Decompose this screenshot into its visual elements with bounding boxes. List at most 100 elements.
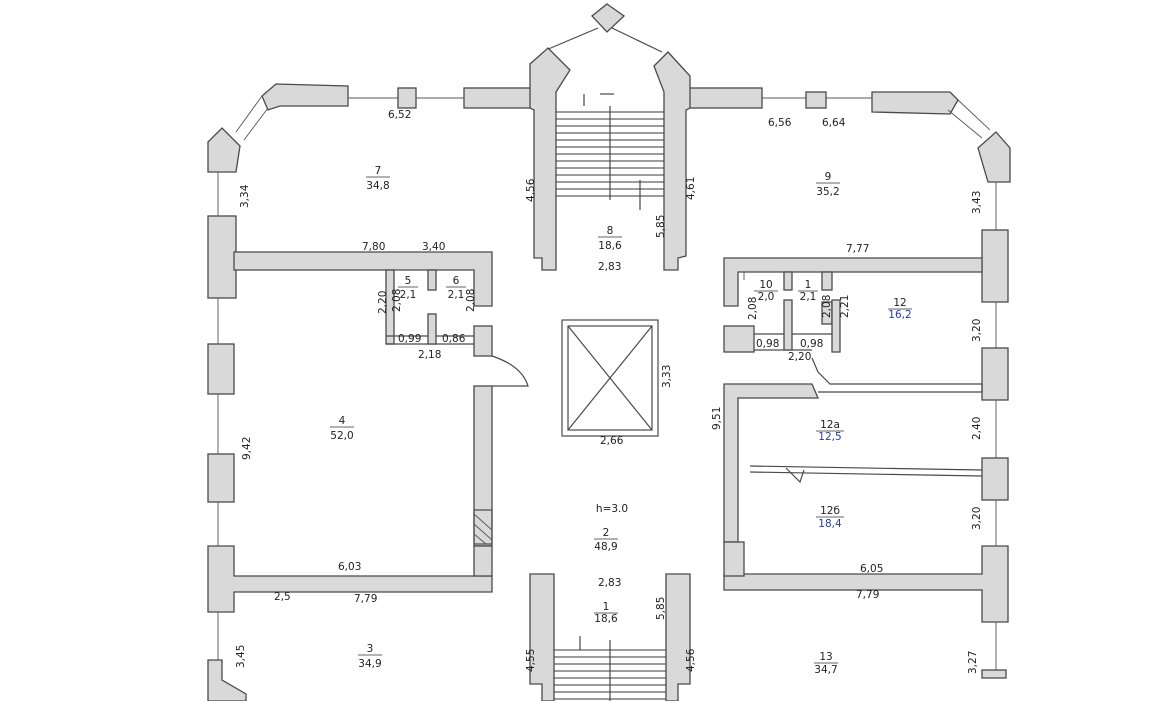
room-12b-label: 12б 18,4 <box>816 505 844 530</box>
svg-text:12,5: 12,5 <box>818 431 841 443</box>
svg-text:5,85: 5,85 <box>655 597 667 620</box>
svg-text:3,43: 3,43 <box>971 191 983 214</box>
svg-text:7: 7 <box>375 165 382 177</box>
svg-text:0,99: 0,99 <box>398 333 421 345</box>
svg-text:7,79: 7,79 <box>354 593 377 605</box>
svg-text:12б: 12б <box>820 505 840 517</box>
svg-text:4,55: 4,55 <box>525 649 537 672</box>
svg-text:6,05: 6,05 <box>860 563 883 575</box>
svg-text:6,52: 6,52 <box>388 109 411 121</box>
svg-text:2,20: 2,20 <box>377 291 389 314</box>
svg-text:1: 1 <box>603 601 610 613</box>
room-12a-label: 12а 12,5 <box>816 419 844 443</box>
svg-text:9,51: 9,51 <box>711 407 723 430</box>
dimension-labels: 6,52 6,56 6,64 3,34 3,43 4,56 4,61 5,85 … <box>235 109 983 674</box>
svg-text:3,27: 3,27 <box>967 651 979 674</box>
svg-text:2: 2 <box>603 527 610 539</box>
svg-text:9: 9 <box>825 171 832 183</box>
ceiling-height: h=3.0 <box>596 503 628 515</box>
svg-text:1: 1 <box>805 279 812 291</box>
stairs-top <box>556 93 664 210</box>
svg-text:4,56: 4,56 <box>685 648 697 672</box>
svg-text:3,20: 3,20 <box>971 507 983 530</box>
room-2-label: h=3.0 2 48,9 <box>594 503 628 553</box>
svg-text:34,8: 34,8 <box>366 180 389 192</box>
room-7-label: 7 34,8 <box>366 165 390 192</box>
stair-tower-bottom <box>529 573 691 701</box>
svg-text:2,20: 2,20 <box>788 351 811 363</box>
room-6-label: 6 2,1 <box>446 275 466 301</box>
svg-text:4,61: 4,61 <box>685 177 697 200</box>
svg-text:3,33: 3,33 <box>661 365 673 388</box>
room-8-label: 8 18,6 <box>598 225 622 252</box>
svg-text:35,2: 35,2 <box>816 186 839 198</box>
svg-text:2,0: 2,0 <box>758 291 775 303</box>
svg-text:34,7: 34,7 <box>814 664 837 676</box>
svg-text:13: 13 <box>819 651 832 663</box>
svg-text:8: 8 <box>607 225 614 237</box>
svg-text:2,66: 2,66 <box>600 435 624 447</box>
svg-text:2,40: 2,40 <box>971 417 983 440</box>
exterior-wall-right <box>723 182 1009 679</box>
svg-text:3,40: 3,40 <box>422 241 445 253</box>
svg-text:6,64: 6,64 <box>822 117 846 129</box>
svg-text:16,2: 16,2 <box>888 309 911 321</box>
svg-text:34,9: 34,9 <box>358 658 381 670</box>
svg-text:2,08: 2,08 <box>391 289 403 312</box>
svg-text:5: 5 <box>405 275 412 287</box>
svg-text:0,98: 0,98 <box>800 338 823 350</box>
svg-text:4: 4 <box>339 415 346 427</box>
svg-text:6: 6 <box>453 275 460 287</box>
svg-text:2,08: 2,08 <box>821 295 833 318</box>
svg-text:2,21: 2,21 <box>839 295 851 318</box>
svg-text:2,1: 2,1 <box>400 289 417 301</box>
svg-text:0,86: 0,86 <box>442 333 466 345</box>
interior-walls-right <box>723 257 983 577</box>
room-11-label: 1 2,1 <box>798 279 818 303</box>
svg-text:2,5: 2,5 <box>274 591 291 603</box>
svg-text:5,85: 5,85 <box>655 215 667 238</box>
svg-text:7,79: 7,79 <box>856 589 879 601</box>
svg-text:12: 12 <box>893 297 906 309</box>
room-4-label: 4 52,0 <box>330 415 354 442</box>
exterior-wall-top <box>207 83 1011 183</box>
room-13-label: 13 34,7 <box>814 651 838 676</box>
svg-text:3,45: 3,45 <box>235 645 247 668</box>
svg-text:3,20: 3,20 <box>971 319 983 342</box>
svg-text:2,83: 2,83 <box>598 261 621 273</box>
svg-text:48,9: 48,9 <box>594 541 617 553</box>
svg-text:2,1: 2,1 <box>448 289 465 301</box>
svg-text:6,56: 6,56 <box>768 117 792 129</box>
svg-text:4,56: 4,56 <box>525 178 537 202</box>
svg-text:12а: 12а <box>820 419 840 431</box>
room-5-label: 5 2,1 <box>398 275 418 301</box>
svg-text:2,1: 2,1 <box>800 291 817 303</box>
svg-text:52,0: 52,0 <box>330 430 353 442</box>
svg-text:3: 3 <box>367 643 374 655</box>
room-10-label: 10 2,0 <box>754 279 778 303</box>
svg-text:7,80: 7,80 <box>362 241 385 253</box>
svg-text:2,08: 2,08 <box>747 297 759 320</box>
svg-text:18,6: 18,6 <box>594 613 618 625</box>
room-3-label: 3 34,9 <box>358 643 382 670</box>
elevator-shaft <box>561 319 659 437</box>
stair-tower-top <box>529 3 691 271</box>
room-1-label: 1 18,6 <box>594 601 618 625</box>
svg-text:9,42: 9,42 <box>241 437 253 460</box>
svg-text:7,77: 7,77 <box>846 243 869 255</box>
svg-text:6,03: 6,03 <box>338 561 361 573</box>
svg-text:2,08: 2,08 <box>465 289 477 312</box>
svg-text:18,4: 18,4 <box>818 518 842 530</box>
svg-text:18,6: 18,6 <box>598 240 622 252</box>
svg-text:3,34: 3,34 <box>239 184 251 208</box>
room-labels: 7 34,8 8 18,6 9 35,2 5 2,1 6 2,1 10 2,0 <box>330 165 912 676</box>
room-12-label: 12 16,2 <box>888 297 912 321</box>
svg-text:0,98: 0,98 <box>756 338 779 350</box>
exterior-wall-left <box>207 172 493 701</box>
interior-walls-left <box>233 251 529 577</box>
svg-text:2,83: 2,83 <box>598 577 621 589</box>
room-9-label: 9 35,2 <box>816 171 840 198</box>
stairs-bottom <box>554 636 666 701</box>
svg-text:10: 10 <box>759 279 772 291</box>
